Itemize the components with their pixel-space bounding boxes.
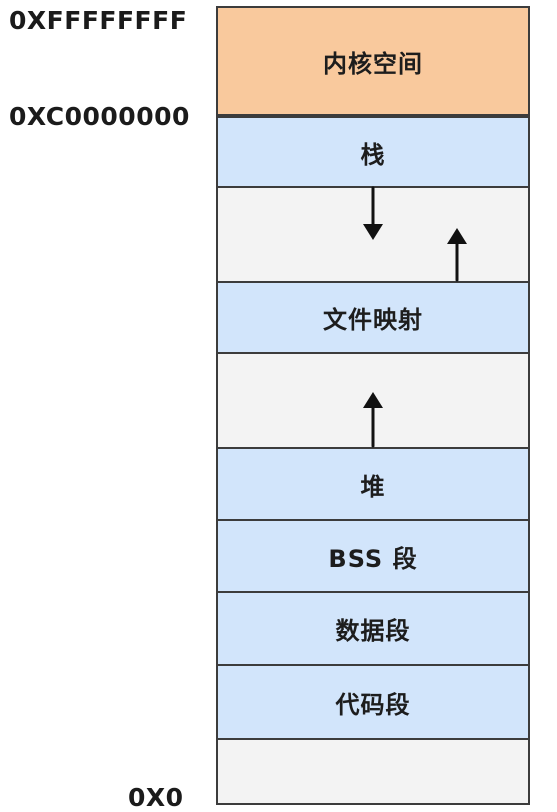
free-region-bottom [216, 738, 530, 805]
mapping-grows-up-arrow-icon [447, 228, 467, 282]
segment-kernel-space: 内核空间 [216, 6, 530, 116]
segment-code: 代码段 [216, 664, 530, 740]
heap-grows-up-arrow-icon [363, 392, 383, 448]
segment-code-label: 代码段 [335, 690, 411, 719]
segment-kernel-space-label: 内核空间 [323, 49, 423, 78]
segment-memory-mapping: 文件映射 [216, 281, 530, 354]
stack-grows-down-arrow-icon [363, 186, 383, 240]
segment-bss-label: BSS 段 [328, 544, 418, 573]
segment-memory-mapping-label: 文件映射 [323, 306, 423, 334]
segment-heap-label: 堆 [360, 472, 386, 501]
address-top: 0XFFFFFFFF [9, 6, 188, 35]
segment-heap: 堆 [216, 447, 530, 521]
address-bottom: 0X0 [128, 783, 184, 812]
segment-stack: 栈 [216, 116, 530, 188]
segment-bss: BSS 段 [216, 519, 530, 593]
segment-data-label: 数据段 [335, 617, 411, 645]
address-kernel-boundary: 0XC0000000 [9, 102, 190, 131]
segment-stack-label: 栈 [360, 140, 386, 169]
segment-data: 数据段 [216, 591, 530, 666]
